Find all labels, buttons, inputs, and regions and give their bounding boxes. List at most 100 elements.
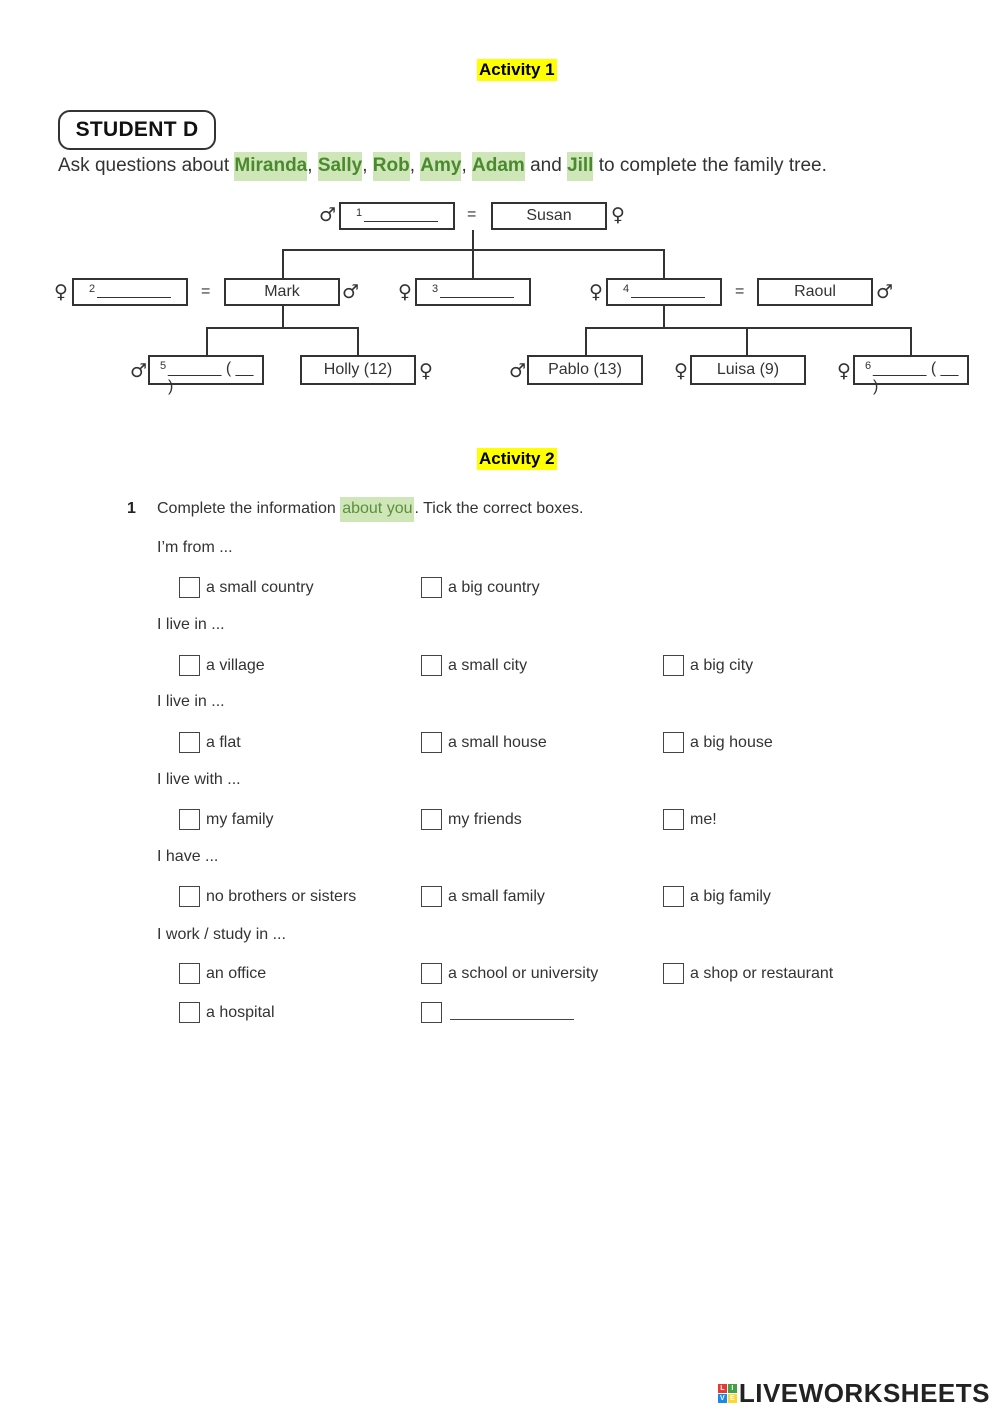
equals-sign: = bbox=[467, 206, 477, 223]
instruction-prefix: Ask questions about bbox=[58, 155, 235, 176]
checkbox[interactable] bbox=[179, 963, 200, 984]
option-big-country[interactable]: a big country bbox=[421, 577, 540, 598]
checkbox[interactable] bbox=[421, 1002, 442, 1023]
checkbox[interactable] bbox=[421, 577, 442, 598]
box-number: 3 bbox=[432, 283, 439, 295]
tree-box-1[interactable]: 1 bbox=[339, 202, 455, 230]
option-label: a small house bbox=[448, 733, 547, 751]
activity-1-title: Activity 1 bbox=[477, 59, 557, 81]
option-flat[interactable]: a flat bbox=[179, 732, 241, 753]
male-icon: ♂ bbox=[319, 204, 337, 226]
activity-2-title: Activity 2 bbox=[477, 448, 557, 470]
tree-box-raoul: Raoul bbox=[757, 278, 873, 306]
checkbox[interactable] bbox=[179, 732, 200, 753]
tree-box-6[interactable]: 6 ______ ( __ ) bbox=[853, 355, 969, 395]
checkbox[interactable] bbox=[421, 963, 442, 984]
option-small-house[interactable]: a small house bbox=[421, 732, 547, 753]
option-label: my friends bbox=[448, 810, 522, 828]
checkbox[interactable] bbox=[663, 732, 684, 753]
checkbox[interactable] bbox=[421, 809, 442, 830]
name-sally: Sally bbox=[317, 152, 363, 181]
other-answer-blank[interactable] bbox=[450, 1005, 574, 1020]
equals-sign: = bbox=[201, 283, 211, 300]
option-shop-restaurant[interactable]: a shop or restaurant bbox=[663, 963, 833, 984]
tree-line bbox=[206, 327, 208, 355]
option-label: a big house bbox=[690, 733, 773, 751]
female-icon: ♀ bbox=[674, 360, 688, 382]
checkbox[interactable] bbox=[663, 809, 684, 830]
tree-box-mark: Mark bbox=[224, 278, 340, 306]
option-my-friends[interactable]: my friends bbox=[421, 809, 522, 830]
option-label: a big family bbox=[690, 887, 771, 905]
tree-line bbox=[585, 327, 587, 355]
female-icon: ♀ bbox=[419, 360, 433, 382]
option-village[interactable]: a village bbox=[179, 655, 265, 676]
name-miranda: Miranda bbox=[234, 152, 308, 181]
checkbox[interactable] bbox=[663, 963, 684, 984]
option-small-country[interactable]: a small country bbox=[179, 577, 314, 598]
female-icon: ♀ bbox=[837, 360, 851, 382]
prompt-live-with: I live with ... bbox=[157, 771, 241, 788]
option-me[interactable]: me! bbox=[663, 809, 717, 830]
option-label: a small city bbox=[448, 656, 528, 674]
answer-blank bbox=[364, 221, 438, 222]
logo-tile: E bbox=[727, 1394, 737, 1403]
tree-line bbox=[357, 327, 359, 355]
tree-box-susan: Susan bbox=[491, 202, 607, 230]
option-small-city[interactable]: a small city bbox=[421, 655, 527, 676]
question-suffix: . Tick the correct boxes. bbox=[414, 500, 584, 517]
tree-line bbox=[663, 249, 665, 278]
checkbox[interactable] bbox=[663, 655, 684, 676]
checkbox[interactable] bbox=[179, 577, 200, 598]
option-my-family[interactable]: my family bbox=[179, 809, 274, 830]
tree-line bbox=[663, 306, 665, 328]
checkbox[interactable] bbox=[421, 732, 442, 753]
prompt-live-in-place: I live in ... bbox=[157, 616, 225, 633]
female-icon: ♀ bbox=[398, 281, 412, 303]
option-big-house[interactable]: a big house bbox=[663, 732, 773, 753]
option-small-family[interactable]: a small family bbox=[421, 886, 545, 907]
checkbox[interactable] bbox=[179, 809, 200, 830]
question-number: 1 bbox=[127, 500, 136, 517]
tree-box-3[interactable]: 3 bbox=[415, 278, 531, 306]
tree-box-5[interactable]: 5 ______ ( __ ) bbox=[148, 355, 264, 395]
option-label: me! bbox=[690, 810, 717, 828]
logo-tile: L bbox=[717, 1384, 727, 1393]
checkbox[interactable] bbox=[179, 1002, 200, 1023]
instruction-and: and bbox=[530, 155, 562, 176]
option-no-siblings[interactable]: no brothers or sisters bbox=[179, 886, 356, 907]
box-number: 5 bbox=[160, 360, 167, 372]
option-hospital[interactable]: a hospital bbox=[179, 1002, 275, 1023]
question-prefix: Complete the information bbox=[157, 500, 341, 517]
option-label: an office bbox=[206, 964, 267, 982]
option-big-family[interactable]: a big family bbox=[663, 886, 771, 907]
instruction-text: Ask questions about Miranda, Sally, Rob,… bbox=[58, 152, 827, 181]
option-label: a hospital bbox=[206, 1003, 275, 1021]
box-number: 1 bbox=[356, 207, 363, 219]
logo-icon: L I V E bbox=[717, 1384, 737, 1403]
checkbox[interactable] bbox=[663, 886, 684, 907]
female-icon: ♀ bbox=[611, 204, 625, 226]
tree-line bbox=[206, 327, 359, 329]
option-other[interactable] bbox=[421, 1002, 574, 1023]
tree-line bbox=[282, 306, 284, 328]
name-rob: Rob bbox=[372, 152, 410, 181]
tree-box-2[interactable]: 2 bbox=[72, 278, 188, 306]
checkbox[interactable] bbox=[179, 655, 200, 676]
checkbox[interactable] bbox=[421, 886, 442, 907]
male-icon: ♂ bbox=[130, 360, 148, 382]
option-big-city[interactable]: a big city bbox=[663, 655, 753, 676]
checkbox[interactable] bbox=[179, 886, 200, 907]
prompt-have: I have ... bbox=[157, 848, 219, 865]
tree-line bbox=[746, 327, 748, 355]
option-label: a small country bbox=[206, 578, 314, 596]
male-icon: ♂ bbox=[509, 360, 527, 382]
option-label: a shop or restaurant bbox=[690, 964, 834, 982]
checkbox[interactable] bbox=[421, 655, 442, 676]
tree-box-4[interactable]: 4 bbox=[606, 278, 722, 306]
name-adam: Adam bbox=[472, 152, 525, 181]
female-icon: ♀ bbox=[54, 281, 68, 303]
question-highlight: about you bbox=[340, 497, 415, 522]
option-office[interactable]: an office bbox=[179, 963, 266, 984]
option-school-university[interactable]: a school or university bbox=[421, 963, 598, 984]
